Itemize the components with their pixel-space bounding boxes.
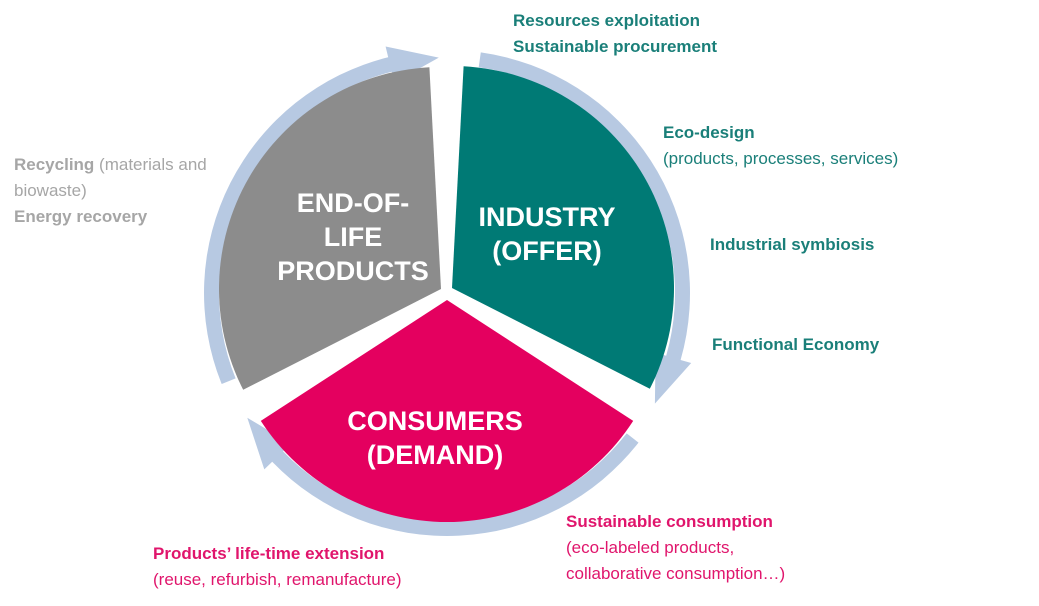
eco-design-detail: (products, processes, services): [663, 149, 899, 168]
eco-design-label: Eco-design: [663, 123, 755, 142]
sustainable-consumption-detail-2: collaborative consumption…): [566, 564, 786, 583]
consumers-title: CONSUMERS (DEMAND): [335, 404, 535, 472]
consumers-segment: [260, 300, 634, 523]
sustainable-consumption-label: Sustainable consumption: [566, 512, 773, 531]
life-time-extension-detail: (reuse, refurbish, remanufacture): [153, 570, 402, 589]
industrial-symbiosis-label: Industrial symbiosis: [710, 235, 875, 254]
resources-exploitation-label: Resources exploitation: [513, 11, 701, 30]
recycling-label: Recycling (materials and: [14, 152, 207, 177]
industry-title-line2: (OFFER): [492, 236, 602, 266]
sustainable-procurement-label: Sustainable procurement: [513, 37, 718, 56]
end-of-life-title: END-OF- LIFE PRODUCTS: [263, 186, 443, 288]
life-time-extension-label: Products’ life-time extension: [153, 544, 385, 563]
functional-economy-label: Functional Economy: [712, 335, 880, 354]
industry-title: INDUSTRY (OFFER): [462, 200, 632, 268]
industry-segment: [452, 66, 675, 389]
recycling-label-bold: Recycling: [14, 155, 95, 174]
consumers-title-line2: (DEMAND): [366, 440, 504, 470]
end-of-life-title-line2: LIFE: [323, 222, 383, 252]
consumers-ring-arrow: [247, 417, 639, 537]
sustainable-consumption-detail-1: (eco-labeled products,: [566, 538, 735, 557]
recycling-label-rest: (materials and: [94, 155, 207, 174]
end-of-life-title-line1: END-OF-: [296, 188, 410, 218]
recycling-label-line2: biowaste): [14, 181, 87, 200]
end-of-life-title-line3: PRODUCTS: [277, 256, 429, 286]
industry-title-line1: INDUSTRY: [478, 202, 616, 232]
end-of-life-segment: [218, 67, 441, 390]
consumers-title-line1: CONSUMERS: [347, 406, 523, 436]
energy-recovery-label: Energy recovery: [14, 207, 148, 226]
industry-ring-arrow: [478, 52, 692, 404]
